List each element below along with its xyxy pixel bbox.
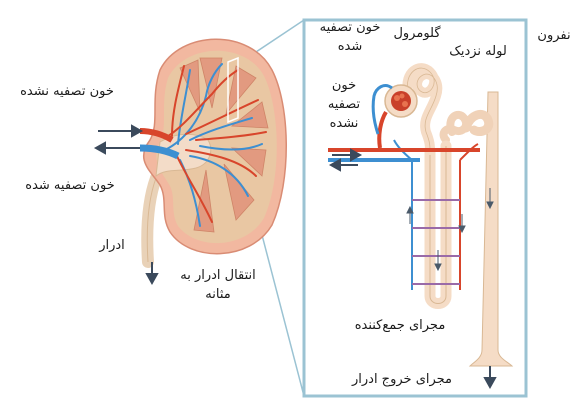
label-urine-outlet: مجرای خروج ادرار	[351, 372, 453, 387]
panel-arrows	[328, 148, 497, 390]
ureter	[141, 172, 162, 268]
label-collecting-duct: مجرای جمع‌کننده	[354, 318, 446, 333]
label-urine: ادرار	[99, 238, 125, 253]
label-nephron: نفرون	[537, 28, 571, 43]
collecting-duct	[468, 91, 514, 367]
label-urine-to-bladder: انتقال ادرار به مثانه	[180, 268, 256, 302]
renal-vein	[139, 144, 180, 160]
renal-artery	[139, 128, 174, 143]
nephron	[328, 63, 514, 367]
label-filtered-blood-panel: خون تصفیه شده	[319, 20, 381, 54]
nephron-location-box	[227, 56, 239, 124]
label-filtered-blood-kidney: خون تصفیه شده	[25, 178, 115, 193]
label-glomerulus: گلومرول	[393, 26, 441, 41]
afferent-arteriole	[377, 110, 388, 149]
efferent-arteriole	[371, 84, 393, 135]
distal-tubule-2	[439, 110, 471, 144]
peritubular-capillaries	[393, 139, 479, 290]
label-unfiltered-blood-kidney: خون تصفیه نشده	[20, 84, 114, 99]
panel-small-arrows	[406, 188, 494, 272]
renal-artery-branches	[164, 65, 267, 223]
distal-tubule	[461, 110, 494, 137]
kidney	[139, 38, 287, 268]
label-unfiltered-blood-panel: خون تصفیه نشده	[327, 78, 361, 131]
kidney-arrows	[93, 124, 159, 286]
label-proximal-tubule: لوله نزدیک	[449, 44, 507, 59]
